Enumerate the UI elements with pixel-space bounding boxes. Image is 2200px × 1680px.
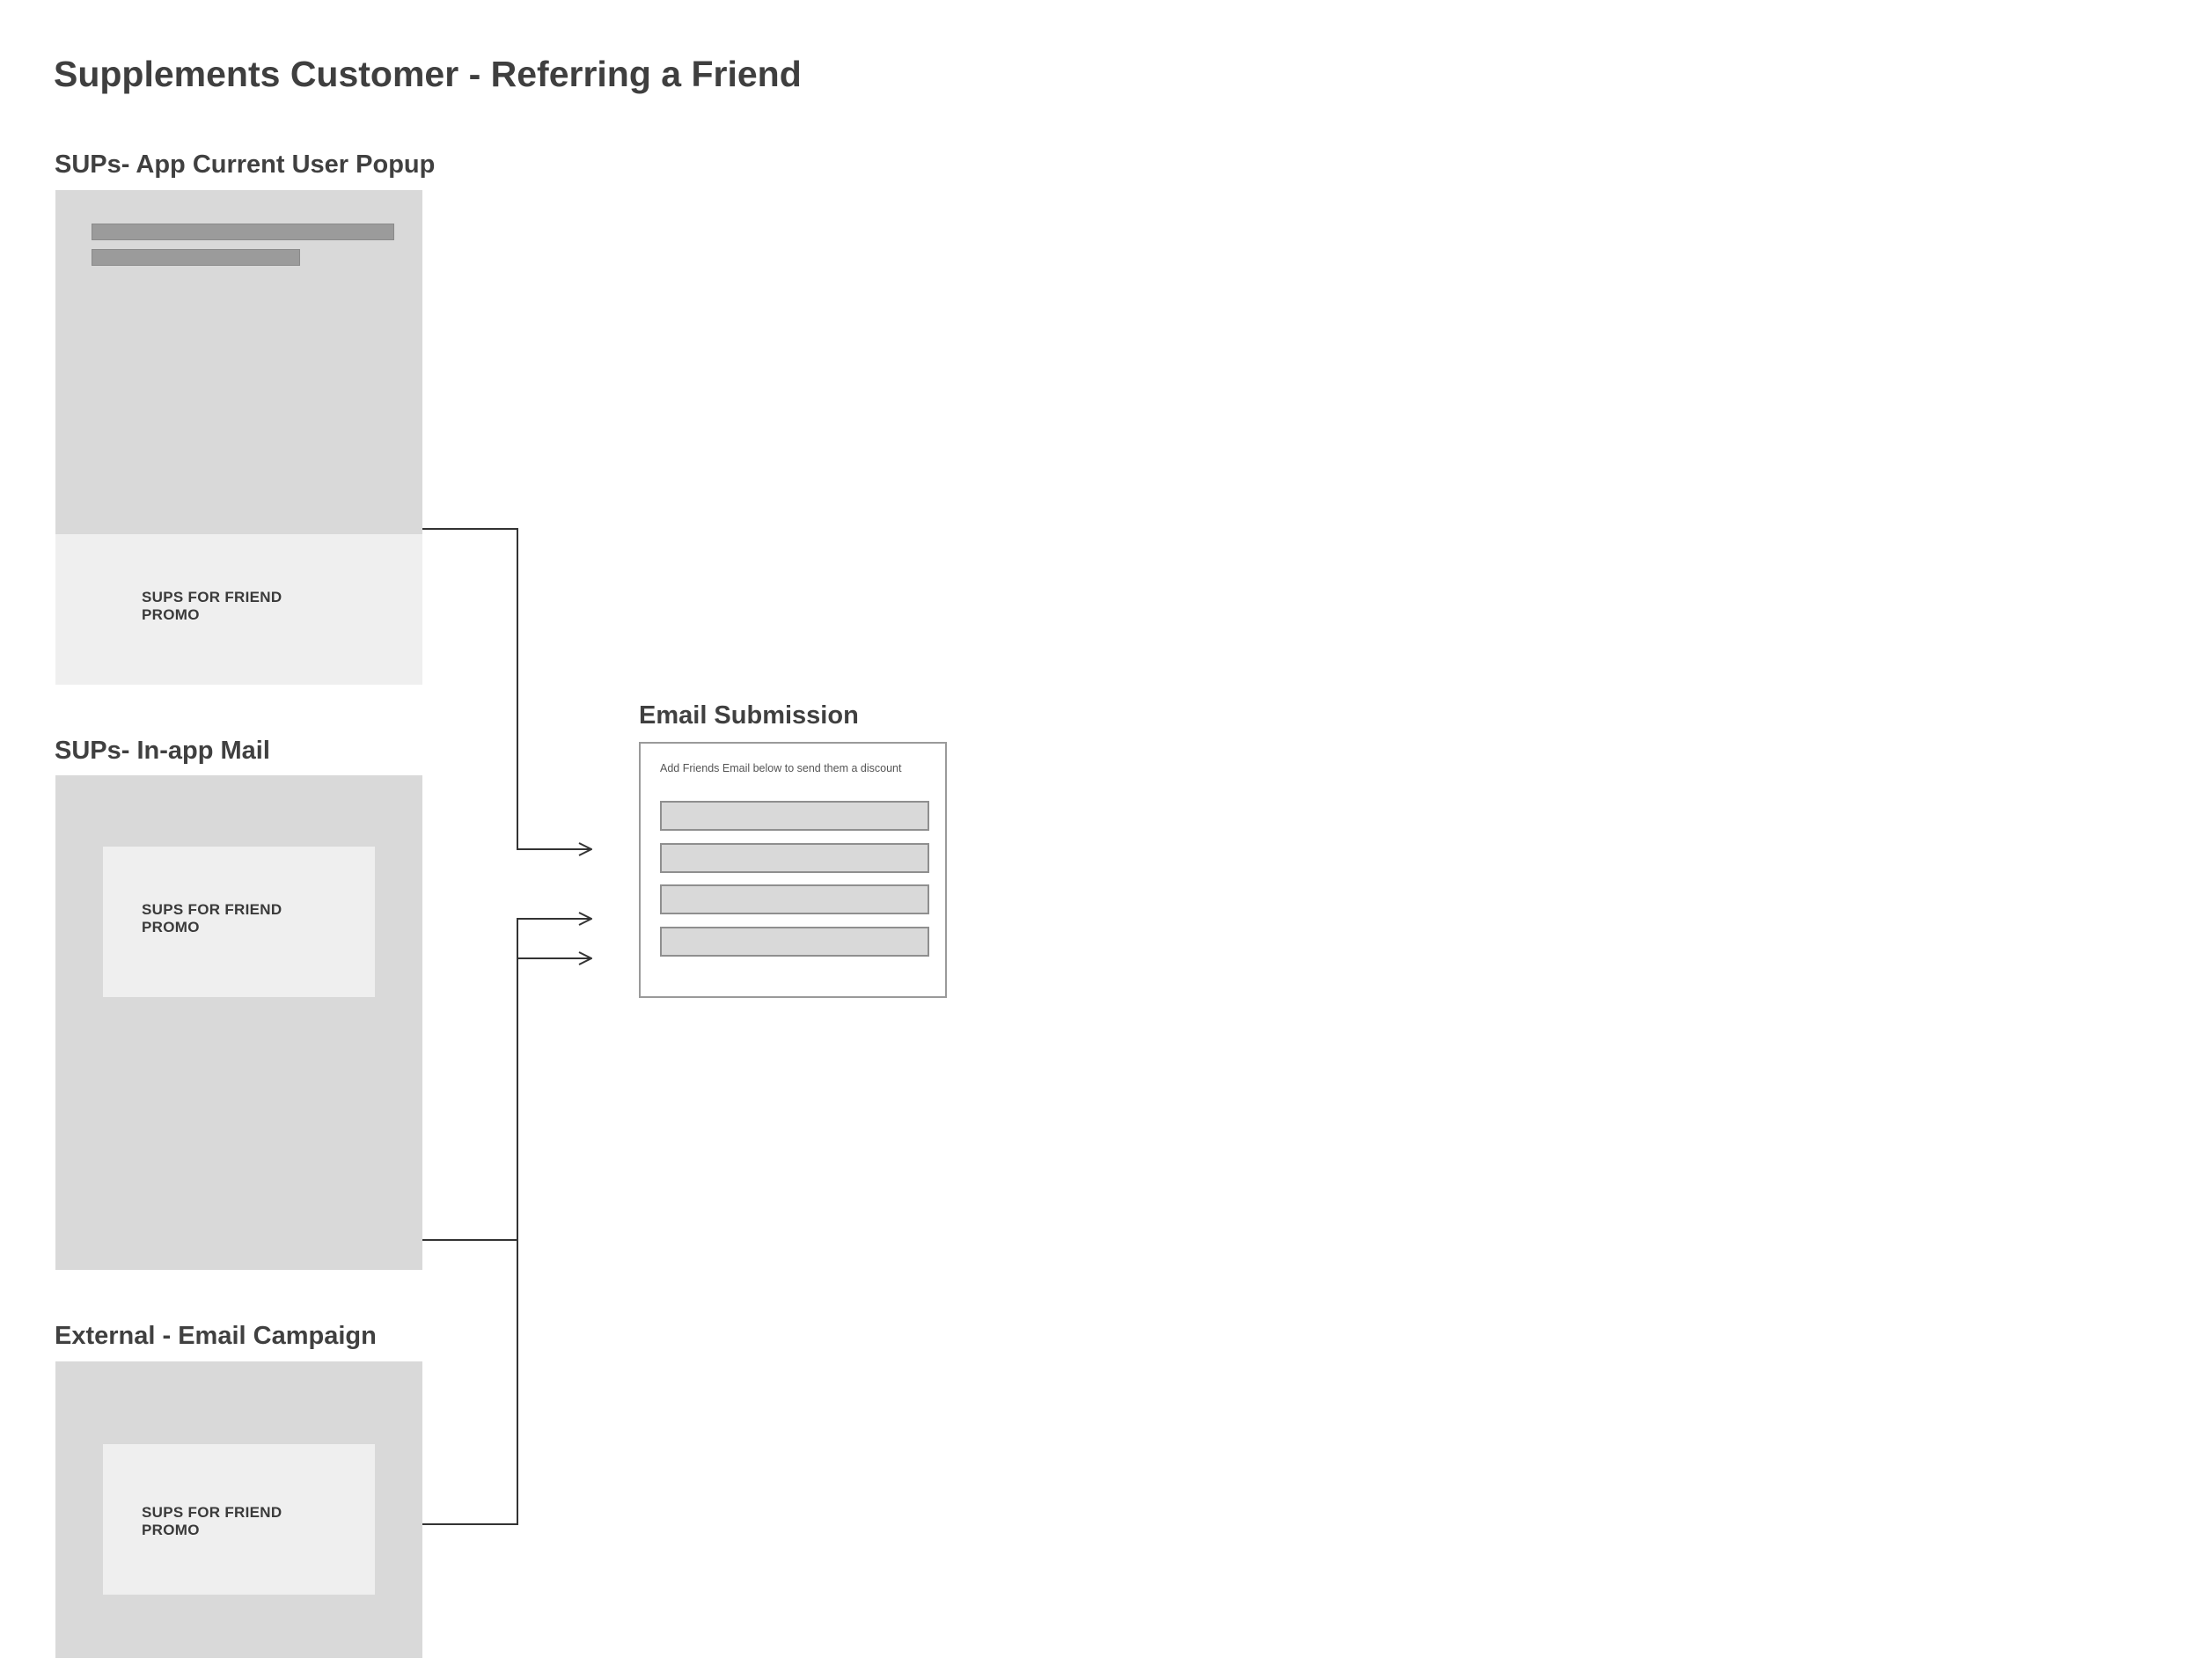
popup-promo-label: SUPS FOR FRIEND PROMO [142,589,282,623]
email-campaign-frame: SUPS FOR FRIEND PROMO [55,1361,422,1658]
email-campaign-section-title: External - Email Campaign [55,1322,377,1350]
friend-email-field-1[interactable] [660,801,929,831]
email-submission-instruction: Add Friends Email below to send them a d… [660,762,902,774]
friend-email-field-3[interactable] [660,884,929,914]
inapp-mail-frame: SUPS FOR FRIEND PROMO [55,775,422,1270]
email-campaign-to-form-connector [422,958,591,1525]
popup-subheading-placeholder-bar [92,249,300,266]
email-submission-form: Add Friends Email below to send them a d… [639,742,947,998]
email-submission-title: Email Submission [639,701,859,730]
popup-to-form-connector [422,528,591,849]
inapp-mail-promo-label: SUPS FOR FRIEND PROMO [142,901,282,935]
email-campaign-promo-label: SUPS FOR FRIEND PROMO [142,1504,282,1538]
email-campaign-promo-panel[interactable]: SUPS FOR FRIEND PROMO [103,1444,375,1595]
popup-frame: SUPS FOR FRIEND PROMO [55,190,422,685]
inapp-mail-to-form-connector [422,919,591,1241]
friend-email-field-2[interactable] [660,843,929,873]
popup-heading-placeholder-bar [92,224,394,240]
inapp-mail-promo-panel[interactable]: SUPS FOR FRIEND PROMO [103,847,375,997]
page-title: Supplements Customer - Referring a Frien… [54,54,802,94]
popup-promo-panel[interactable]: SUPS FOR FRIEND PROMO [55,534,422,685]
inapp-mail-section-title: SUPs- In-app Mail [55,737,270,765]
friend-email-field-4[interactable] [660,927,929,957]
popup-section-title: SUPs- App Current User Popup [55,150,436,179]
